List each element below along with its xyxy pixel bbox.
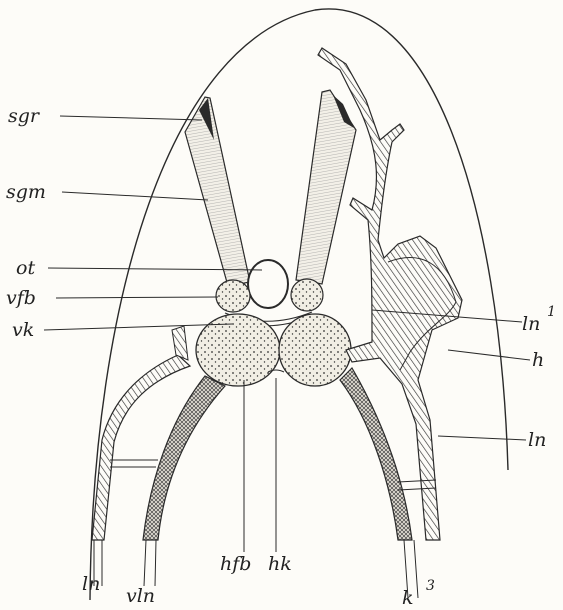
label-vk: vk [12,319,34,341]
label-k3-sup: 3 [426,578,435,594]
otocyst [248,260,288,308]
label-ln1-sup: 1 [547,304,556,320]
label-vfb: vfb [6,287,36,309]
label-ln1: ln [522,313,540,335]
right-vfb [291,279,323,311]
leader-h [448,350,530,360]
leader-sgr [60,116,202,120]
leader-sgm [62,192,208,200]
label-ln-bottom: ln [82,573,100,595]
leader-ln-right [438,436,526,440]
left-ventral-cord [143,376,225,540]
left-vfb [216,280,250,312]
right-hfb [279,314,351,386]
left-ganglion-root [185,97,250,286]
label-k3: k [402,587,414,609]
label-vln: vln [126,585,155,607]
left-connective [110,460,158,467]
label-h: h [532,349,544,371]
label-sgm: sgm [6,181,46,203]
label-ot: ot [16,257,35,279]
label-hfb: hfb [220,553,251,575]
right-ventral-cord [340,368,412,540]
label-ln-right: ln [528,429,546,451]
leader-vfb [56,297,218,298]
label-sgr: sgr [8,105,41,127]
label-hk: hk [268,553,292,575]
